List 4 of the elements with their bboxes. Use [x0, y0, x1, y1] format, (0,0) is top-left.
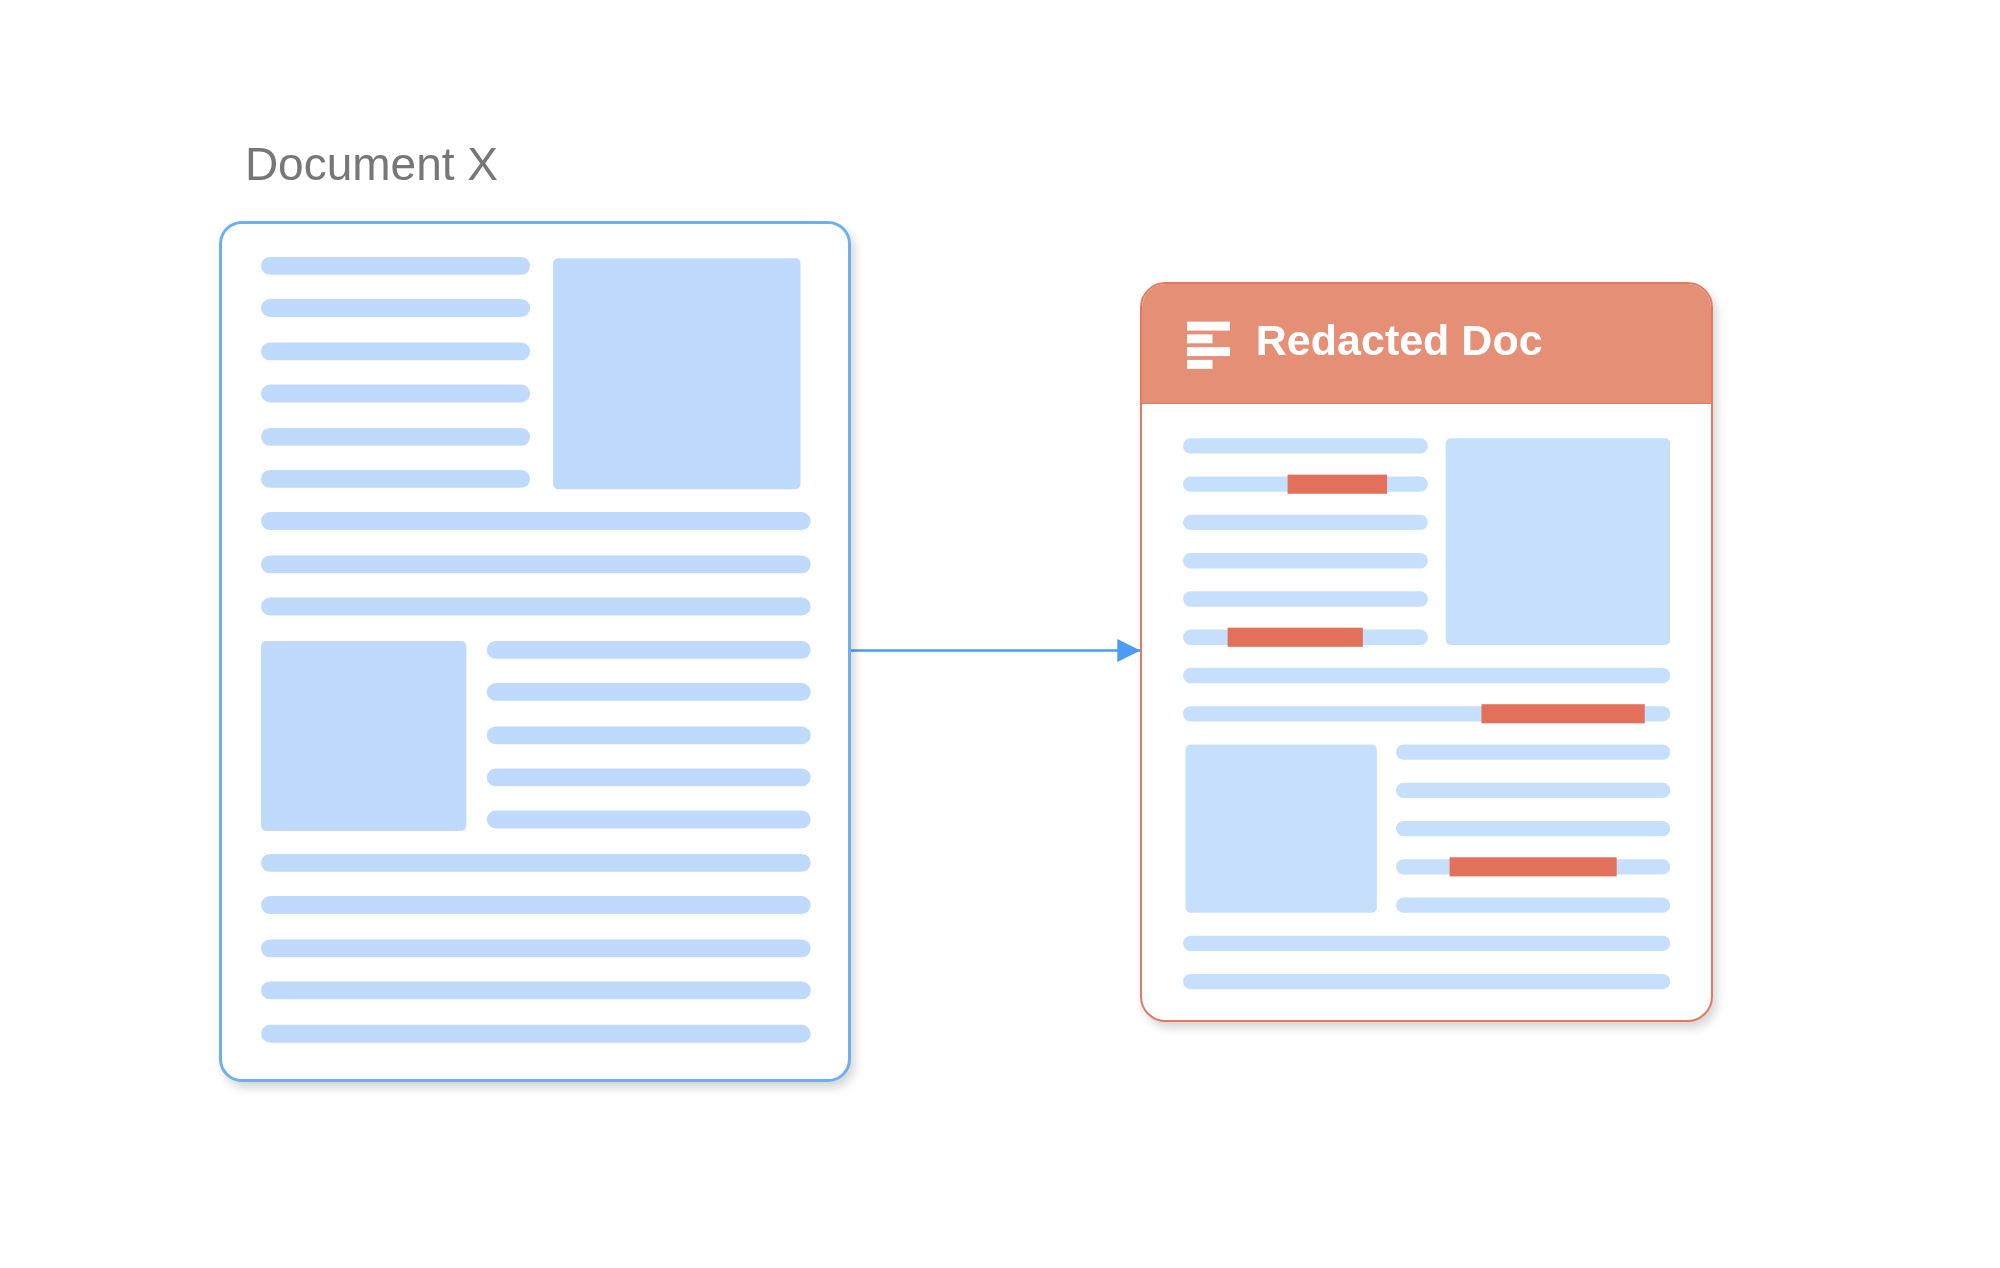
document-title: Document X — [244, 137, 498, 191]
arrow — [850, 639, 1141, 662]
header-title: Redacted Doc — [1255, 315, 1543, 366]
document-page — [1140, 281, 1713, 1022]
